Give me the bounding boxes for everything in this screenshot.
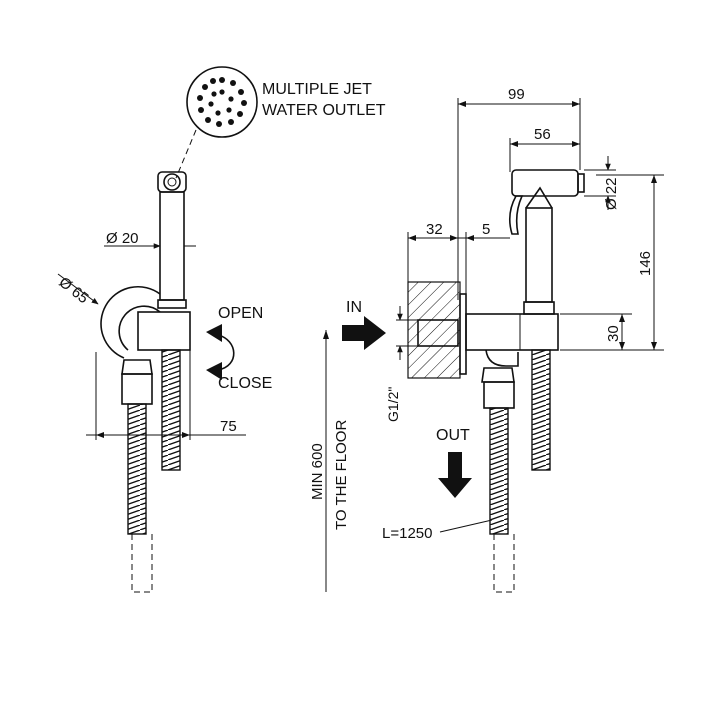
- hose-left: [127, 403, 147, 535]
- outlet-connector: [481, 367, 515, 383]
- wall-section: [407, 281, 461, 379]
- side-view: G1/2" IN OUT MIN 600 TO THE FLOOR L=1250: [309, 86, 664, 593]
- dim-total-depth: 99: [508, 86, 525, 103]
- spray-nozzle-front: [163, 173, 181, 191]
- wall-connector: [417, 319, 459, 347]
- open-close-arrow: [217, 334, 235, 371]
- front-view: Ø 20 Ø 65 75 OPEN CLOSE: [56, 171, 272, 593]
- dim-head-diameter: Ø 22: [603, 177, 620, 210]
- spray-head-front: [157, 171, 187, 193]
- outlet-nut: [483, 381, 515, 409]
- dim-wall-depth: 32: [426, 221, 443, 238]
- shower-hose-side: [531, 349, 551, 471]
- spray-ring-front: [157, 299, 187, 309]
- valve-body-side: [465, 313, 559, 351]
- thread-size: G1/2": [385, 387, 401, 422]
- floor-label-line2: TO THE FLOOR: [333, 420, 350, 530]
- jet-label-line1: MULTIPLE JET: [262, 81, 372, 98]
- valve-body-front: [137, 311, 191, 351]
- close-label: CLOSE: [218, 375, 272, 392]
- hose-continuation-right: [493, 534, 515, 593]
- spray-head-side: [511, 169, 579, 197]
- dim-spray-length: 56: [534, 126, 551, 143]
- hose-length-label: L=1250: [382, 525, 432, 542]
- in-label: IN: [346, 299, 362, 316]
- cover-plate: [459, 293, 467, 375]
- outlet-elbow: [485, 349, 519, 367]
- hose-connector-left: [121, 359, 153, 375]
- jet-outlet-detail: MULTIPLE JET WATER OUTLET: [175, 66, 386, 179]
- jet-label-line2: WATER OUTLET: [262, 102, 386, 119]
- hose-nut-left: [121, 373, 153, 405]
- rosette-outer: [100, 285, 161, 359]
- dim-body-height: 30: [605, 325, 622, 342]
- shower-hose-front: [161, 349, 181, 471]
- hose-continuation-left: [131, 534, 153, 593]
- out-label: OUT: [436, 427, 470, 444]
- spray-handle-front: [159, 191, 185, 301]
- open-label: OPEN: [218, 305, 263, 322]
- outlet-hose: [489, 407, 509, 535]
- holder-ring: [523, 301, 555, 315]
- dim-projection: 75: [220, 418, 237, 435]
- in-arrow: [342, 316, 386, 350]
- out-arrow: [438, 452, 472, 498]
- dim-rosette-diameter: Ø 65: [56, 274, 92, 307]
- detail-leader: [175, 129, 197, 179]
- dim-plate: 5: [482, 221, 490, 238]
- jet-holes: [197, 77, 247, 127]
- spray-lever: [508, 195, 524, 235]
- dim-spray-diameter: Ø 20: [106, 230, 139, 247]
- spray-handle-side: [525, 207, 553, 303]
- floor-label-line1: MIN 600: [309, 443, 326, 500]
- dim-height: 146: [637, 251, 654, 276]
- jet-outlet-circle: [186, 66, 258, 138]
- rosette-inner: [118, 305, 161, 351]
